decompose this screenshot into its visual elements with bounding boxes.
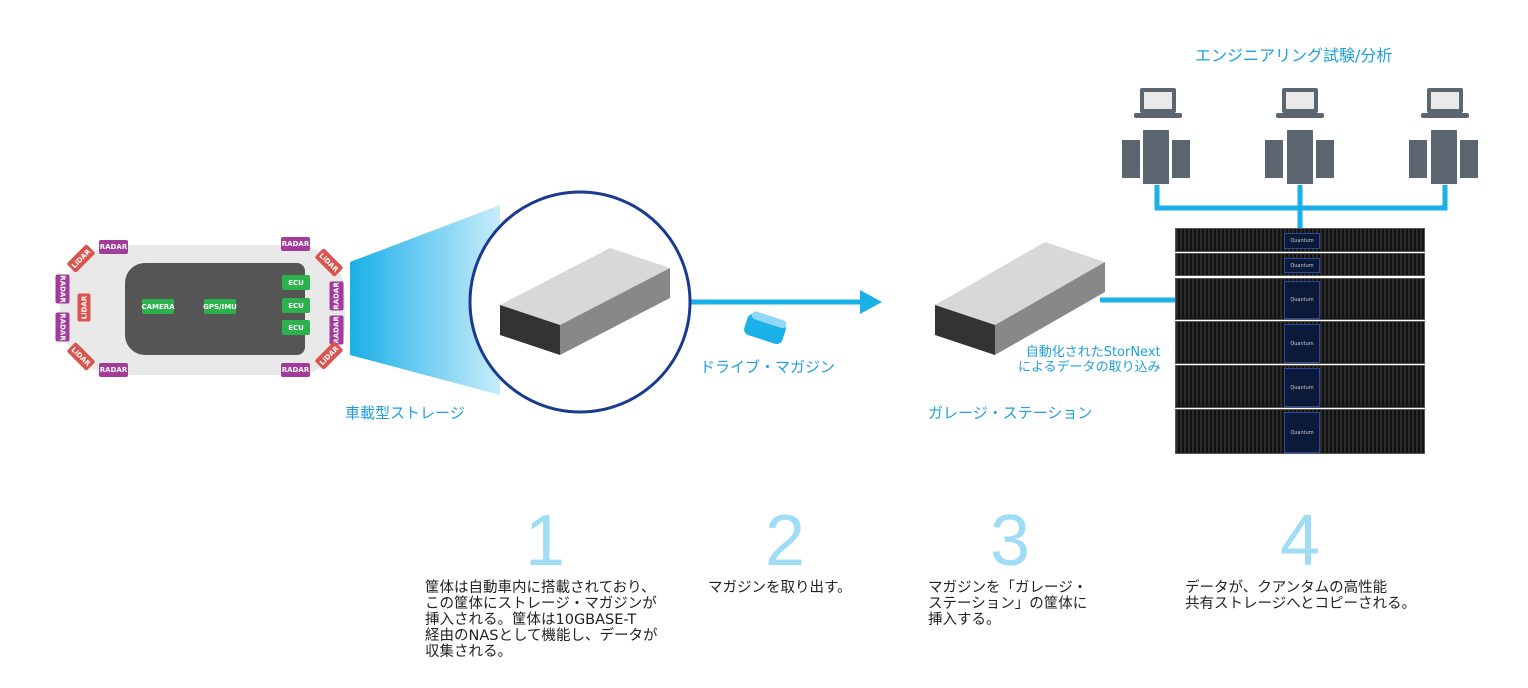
vehicle-storage-label: 車載型ストレージ — [345, 404, 465, 422]
gps-imu-tag: GPS/IMU — [203, 299, 237, 314]
drive-magazine-icon — [744, 311, 787, 345]
radar-tag: RADAR — [55, 312, 70, 342]
server-icon — [1265, 130, 1334, 184]
zoom-beam — [350, 205, 500, 395]
step-description: 筐体は自動車内に搭載されており、 この筐体にストレージ・マガジンが 挿入される。… — [425, 580, 658, 660]
ingest-label-line1: 自動化されたStorNext — [1025, 345, 1161, 360]
radar-tag: RADAR — [281, 363, 310, 377]
ecu-tag: ECU — [282, 298, 310, 313]
drive-magazine-label: ドライブ・マガジン — [700, 358, 836, 376]
lidar-tag: LiDAR — [77, 293, 91, 322]
radar-tag: RADAR — [55, 274, 70, 304]
step-description: データが、クアンタムの高性能 共有ストレージへとコピーされる。 — [1185, 580, 1416, 612]
arrow-head-icon — [860, 290, 882, 314]
radar-tag: RADAR — [99, 363, 128, 377]
step-description: マガジンを「ガレージ・ ステーション」の筐体に 挿入する。 — [928, 580, 1088, 628]
rack-brand-label: Quantum — [1284, 258, 1320, 273]
step-number: 3 — [990, 501, 1031, 581]
radar-tag: RADAR — [329, 281, 344, 311]
step-description: マガジンを取り出す。 — [708, 580, 852, 596]
step-number: 2 — [765, 501, 806, 581]
ecu-tag: ECU — [282, 275, 310, 290]
server-icon — [1409, 130, 1478, 184]
garage-station-label: ガレージ・ステーション — [928, 404, 1093, 422]
rack-brand-label: Quantum — [1284, 281, 1320, 319]
rack-brand-label: Quantum — [1284, 412, 1320, 453]
rack-brand-label: Quantum — [1284, 368, 1320, 407]
laptop-icon — [1421, 88, 1469, 118]
step-number: 1 — [525, 501, 566, 581]
garage-station-chassis-icon — [935, 242, 1105, 355]
engineering-title: エンジニアリング試験/分析 — [1195, 46, 1393, 65]
camera-tag: CAMERA — [141, 299, 175, 314]
ingest-label-line2: によるデータの取り込み — [1018, 360, 1161, 375]
laptop-icon — [1134, 88, 1182, 118]
rack-brand-label: Quantum — [1284, 324, 1320, 363]
radar-tag: RADAR — [281, 237, 310, 251]
radar-tag: RADAR — [99, 240, 128, 254]
ingest-label: 自動化されたStorNext によるデータの取り込み — [1018, 345, 1161, 375]
laptop-icon — [1276, 88, 1324, 118]
quantum-storage-rack: Quantum Quantum Quantum Quantum Quantum … — [1175, 228, 1425, 455]
ecu-tag: ECU — [282, 320, 310, 335]
server-icon — [1122, 130, 1190, 184]
rack-brand-label: Quantum — [1284, 233, 1320, 249]
step-number: 4 — [1280, 501, 1321, 581]
storage-chassis-icon — [500, 248, 670, 355]
radar-tag: RADAR — [329, 315, 344, 345]
